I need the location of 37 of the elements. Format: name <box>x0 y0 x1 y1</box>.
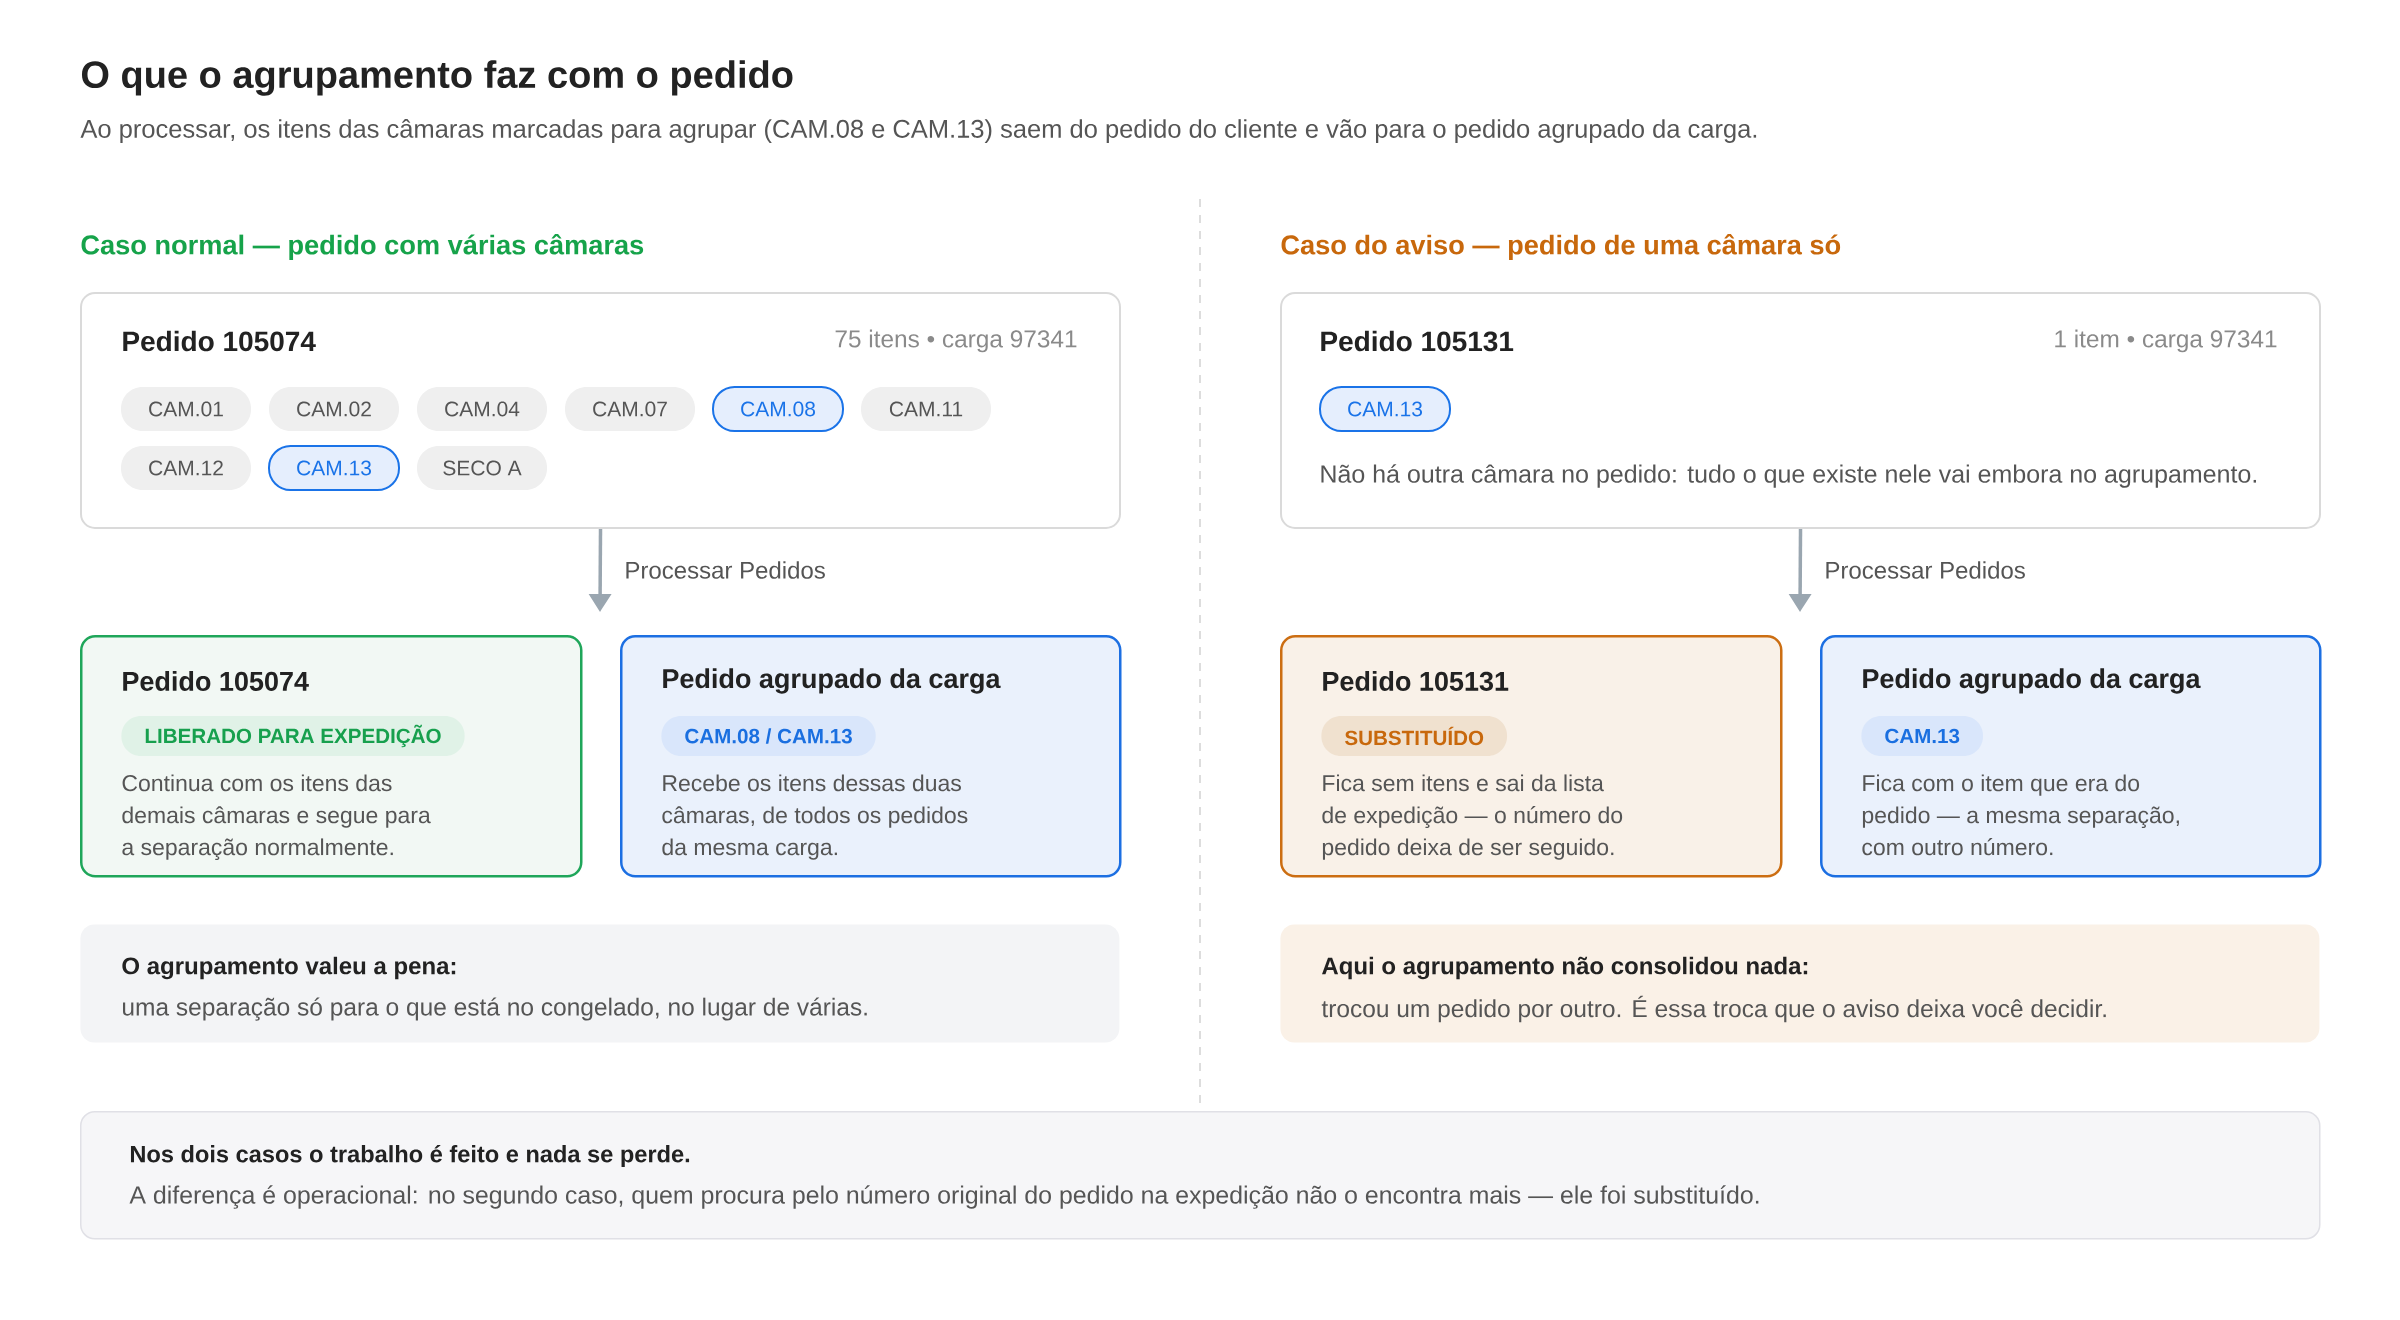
card-title: Pedido agrupado da carga <box>1863 668 2201 694</box>
card-title: Pedido agrupado da carga <box>663 668 1001 694</box>
edge-label: Processar Pedidos <box>626 561 825 579</box>
tag-chip: CAM.11 <box>861 387 991 431</box>
status-badge: LIBERADO PARA EXPEDIÇÃO <box>121 716 465 756</box>
tag-chip: CAM.04 <box>417 387 547 431</box>
status-badge: CAM.08 / CAM.13 <box>661 716 876 756</box>
section-heading: Caso do aviso — pedido de uma câmara só <box>1281 234 1841 260</box>
card-text: Recebe os itens dessas duas câmaras, de todos os pedidos da mesma carga. <box>662 774 968 860</box>
selected-tag-chip: CAM.13 <box>268 445 400 491</box>
section-heading: Caso normal — pedido com várias câmaras <box>81 234 644 260</box>
tag-chip: CAM.02 <box>269 387 399 431</box>
card-text: Continua com os itens das demais câmaras e segue para a separação normalmente. <box>122 774 431 860</box>
note-text: trocou um pedido por outro. É essa troca que o aviso deixa você decidir. <box>1321 995 2106 1023</box>
title: O que o agrupamento faz com o pedido <box>81 60 793 96</box>
tag-chip: CAM.01 <box>121 387 251 431</box>
tag-chip: CAM.07 <box>565 387 695 431</box>
card-title: Pedido 105131 <box>1323 671 1509 691</box>
note-text: uma separação só para o que está no congelado, no lugar de várias. <box>123 997 867 1021</box>
card-title: Pedido 105131 <box>1321 330 1514 352</box>
note-heading: O agrupamento valeu a pena: <box>122 956 456 980</box>
subtitle: Ao processar, os itens das câmaras marcadas para agrupar (CAM.08 e CAM.13) saem do pedido do cliente e vão para o pedido agrupado da carga. <box>80 119 1757 143</box>
status-badge: CAM.13 <box>1861 716 1983 756</box>
summary-text: A diferença é operacional: no segundo caso, quem procura pelo número original do pedido na expedição não o encontra mais — ele foi substituído. <box>129 1185 1759 1209</box>
card-text: Fica com o item que era do pedido — a mesma separação, com outro número. <box>1862 774 2179 856</box>
edge-label: Processar Pedidos <box>1826 561 2025 579</box>
note-heading: Aqui o agrupamento não consolidou nada: <box>1322 956 1808 980</box>
selected-tag-chip: CAM.08 <box>712 386 844 432</box>
status-badge: SUBSTITUÍDO <box>1321 716 1508 756</box>
selected-tag-chip: CAM.13 <box>1319 386 1451 432</box>
card-text: Fica sem itens e sai da lista de expedição — o número do pedido deixa de ser seguido. <box>1322 774 1623 860</box>
card-title: Pedido 105074 <box>123 671 309 691</box>
card-title: Pedido 105074 <box>123 330 316 352</box>
card-text: Não há outra câmara no pedido: tudo o que existe nele vai embora no agrupamento. <box>1321 464 2256 488</box>
order-meta: 75 itens • carga 97341 <box>835 329 1077 353</box>
order-meta: 1 item • carga 97341 <box>2055 329 2277 353</box>
summary-heading: Nos dois casos o trabalho é feito e nada se perde. <box>130 1144 690 1168</box>
